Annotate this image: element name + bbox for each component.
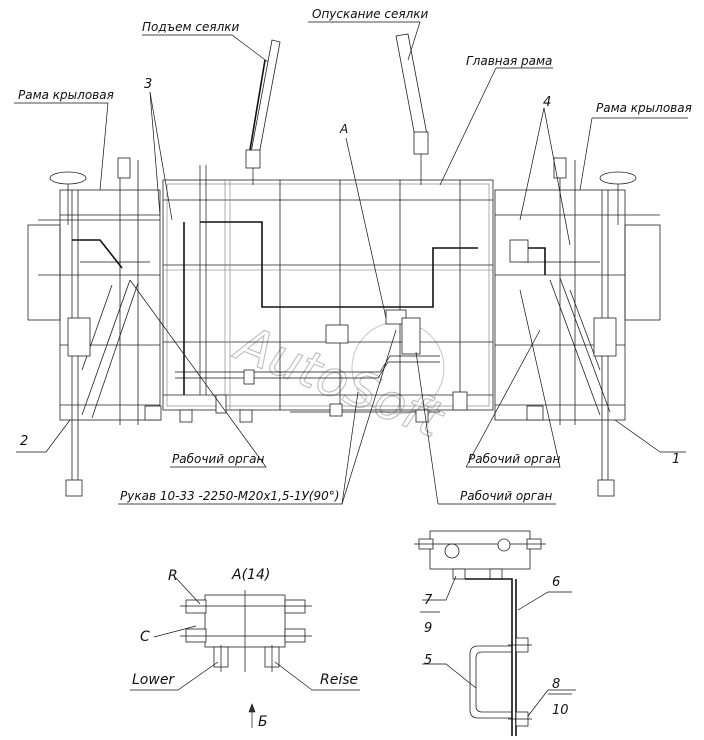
label-working-organ-left: Рабочий орган — [172, 452, 264, 466]
callout-8: 8 — [552, 677, 560, 692]
callout-3-label: 3 — [144, 77, 152, 92]
label-lift: Подъем сеялки — [142, 20, 240, 34]
detail-port-r: R — [168, 568, 178, 584]
lift-cylinders — [245, 33, 429, 185]
detail-a-valve-block — [130, 577, 360, 728]
callout-7: 7 — [424, 593, 433, 608]
callout-1: 1 — [672, 452, 680, 467]
label-main-frame: Главная рама — [466, 54, 552, 68]
detail-port-lower: Lower — [132, 672, 175, 688]
label-view-a: А — [339, 122, 348, 136]
detail-port-raise: Reise — [320, 672, 358, 688]
main-frame-drawing — [162, 165, 494, 423]
label-hose: Рукав 10-33 -2250-М20х1,5-1У(90°) — [120, 489, 339, 503]
left-wing-frame — [27, 157, 162, 497]
callout-4: 4 — [543, 95, 551, 110]
detail-view-b: Б — [258, 714, 268, 730]
label-working-organ-right: Рабочий орган — [468, 452, 560, 466]
callout-6: 6 — [552, 575, 560, 590]
view-b-bracket-drawing — [414, 530, 576, 736]
callout-10: 10 — [552, 703, 569, 718]
label-wing-right: Рама крыловая — [596, 101, 692, 115]
right-wing-frame — [494, 157, 661, 497]
callout-2: 2 — [20, 434, 28, 449]
callout-5: 5 — [424, 653, 432, 668]
detail-a-title: А(14) — [231, 567, 270, 583]
label-wing-left: Рама крыловая — [18, 88, 114, 102]
callout-9: 9 — [424, 621, 432, 636]
label-lower-seeder: Опускание сеялки — [312, 7, 429, 21]
leader-lines — [14, 21, 688, 505]
detail-port-c: C — [140, 629, 150, 645]
label-working-organ-bottom: Рабочий орган — [460, 489, 552, 503]
